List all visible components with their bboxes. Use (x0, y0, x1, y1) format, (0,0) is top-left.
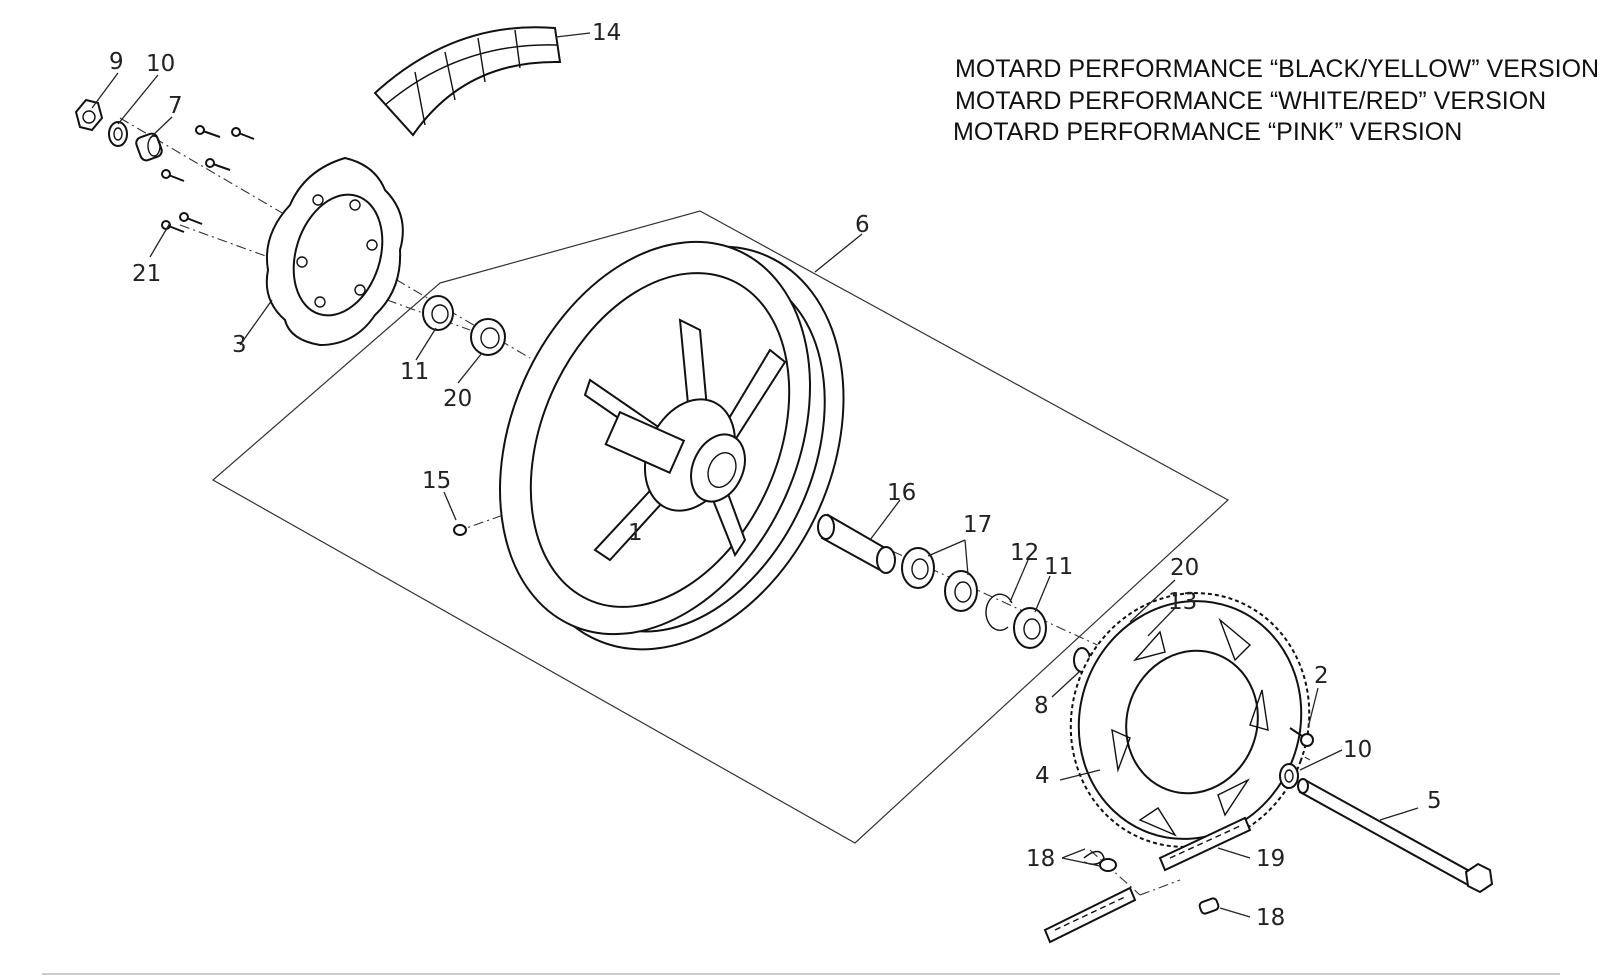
bearing-left-outer (422, 295, 454, 331)
callout-4: 4 (1035, 763, 1050, 789)
callout-14: 14 (592, 20, 621, 46)
callout-18-upper: 18 (1026, 846, 1055, 872)
bearing-right-c (1013, 607, 1047, 649)
nut-left (74, 98, 104, 132)
chain-link-upper (1083, 850, 1117, 872)
callout-7: 7 (168, 93, 183, 119)
version-pink: MOTARD PERFORMANCE “PINK” VERSION (953, 118, 1462, 146)
callout-11-right: 11 (1044, 554, 1073, 580)
callout-3: 3 (232, 332, 247, 358)
callout-19: 19 (1256, 846, 1285, 872)
wheel-axle (1297, 778, 1494, 894)
callout-20-left: 20 (443, 386, 472, 412)
callout-10-left: 10 (146, 51, 175, 77)
callout-1: 1 (628, 520, 643, 546)
callout-20-right: 20 (1170, 555, 1199, 581)
spacer-left (135, 132, 163, 162)
leader-lines (91, 32, 1419, 918)
callout-6: 6 (855, 212, 870, 238)
callout-21: 21 (132, 261, 161, 287)
circlip (985, 593, 1013, 631)
bearing-right-a (901, 547, 935, 589)
callout-2: 2 (1314, 663, 1329, 689)
bearing-left-inner (470, 318, 506, 356)
callout-16: 16 (887, 480, 916, 506)
callout-10-right: 10 (1343, 737, 1372, 763)
sprocket (1069, 592, 1311, 848)
callout-18-lower: 18 (1256, 905, 1285, 931)
callout-5: 5 (1427, 788, 1442, 814)
drive-chain (1043, 816, 1252, 944)
disc-bolts (161, 125, 255, 233)
brake-disc (265, 156, 404, 347)
callout-12: 12 (1010, 540, 1039, 566)
callout-labels: 1 2 3 4 5 6 7 8 9 10 10 11 11 12 13 14 1… (109, 20, 1442, 931)
assembly-plane (211, 210, 1230, 844)
version-white-red: MOTARD PERFORMANCE “WHITE/RED” VERSION (955, 87, 1546, 115)
chain-link-lower (1198, 897, 1220, 915)
wheel-spacer (817, 513, 896, 574)
wheel-hub (604, 398, 746, 512)
callout-8: 8 (1034, 693, 1049, 719)
bearing-right-b (944, 570, 978, 612)
version-list: MOTARD PERFORMANCE “BLACK/YELLOW” VERSIO… (953, 55, 1599, 146)
callout-9: 9 (109, 49, 124, 75)
callout-11-left: 11 (400, 359, 429, 385)
washer-left (108, 121, 128, 147)
rim-tape (373, 26, 562, 137)
sprocket-bolt (1289, 727, 1314, 747)
callout-15: 15 (422, 468, 451, 494)
callout-17: 17 (963, 512, 992, 538)
valve-cap (453, 524, 467, 536)
axle-washer (1279, 763, 1299, 789)
version-black-yellow: MOTARD PERFORMANCE “BLACK/YELLOW” VERSIO… (955, 55, 1599, 83)
callout-13: 13 (1168, 589, 1197, 615)
wheel-rim (499, 240, 845, 651)
